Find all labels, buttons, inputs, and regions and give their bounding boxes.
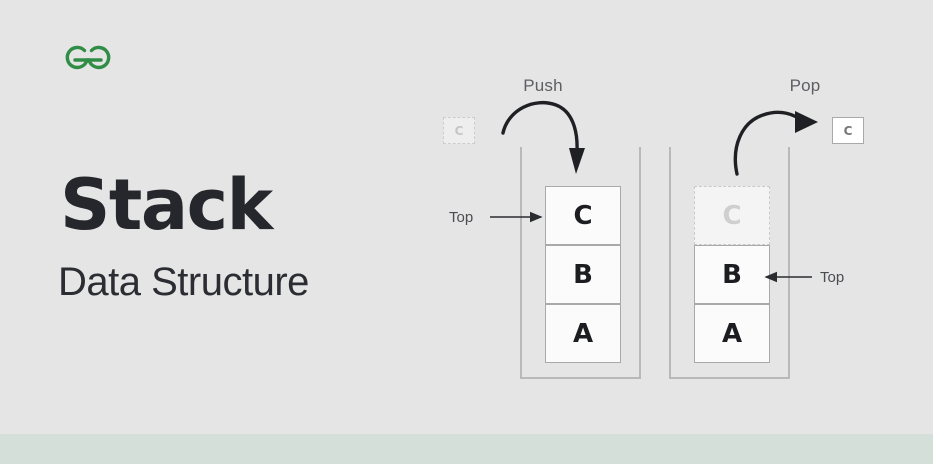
push-cell-top-label: C [573, 200, 593, 231]
pop-cell-middle: B [694, 245, 770, 304]
push-cell-top: C [545, 186, 621, 245]
pop-operation-label: Pop [789, 76, 821, 95]
geeksforgeeks-logo-icon [60, 38, 116, 74]
pop-cell-top-ghost-label: C [722, 200, 742, 231]
push-stack-right-wall [639, 147, 641, 379]
push-cell-middle: B [545, 245, 621, 304]
push-cell-bottom: A [545, 304, 621, 363]
push-top-pointer-label: Top [449, 209, 474, 226]
pop-outgoing-token: C [832, 117, 864, 144]
push-curved-arrow-icon [501, 100, 585, 174]
pop-top-pointer-label: Top [820, 269, 845, 286]
pop-cell-bottom: A [694, 304, 770, 363]
pop-stack-floor [669, 377, 790, 379]
page-subtitle: Data Structure [58, 260, 309, 304]
push-operation-label: Push [523, 76, 563, 95]
pop-cell-middle-label: B [722, 259, 742, 290]
pop-cell-bottom-label: A [721, 318, 743, 349]
push-incoming-token-label: C [454, 123, 464, 138]
pop-stack-right-wall [788, 147, 790, 379]
push-incoming-token: C [443, 117, 475, 144]
push-stack-floor [520, 377, 641, 379]
pop-outgoing-token-label: C [843, 123, 853, 138]
push-stack-left-wall [520, 147, 522, 379]
pop-cell-top-ghost: C [694, 186, 770, 245]
push-cell-middle-label: B [573, 259, 593, 290]
pop-stack-left-wall [669, 147, 671, 379]
page-title: Stack [60, 164, 273, 246]
bottom-color-band [0, 434, 933, 464]
pop-curved-arrow-icon [733, 110, 818, 176]
push-cell-bottom-label: A [572, 318, 594, 349]
